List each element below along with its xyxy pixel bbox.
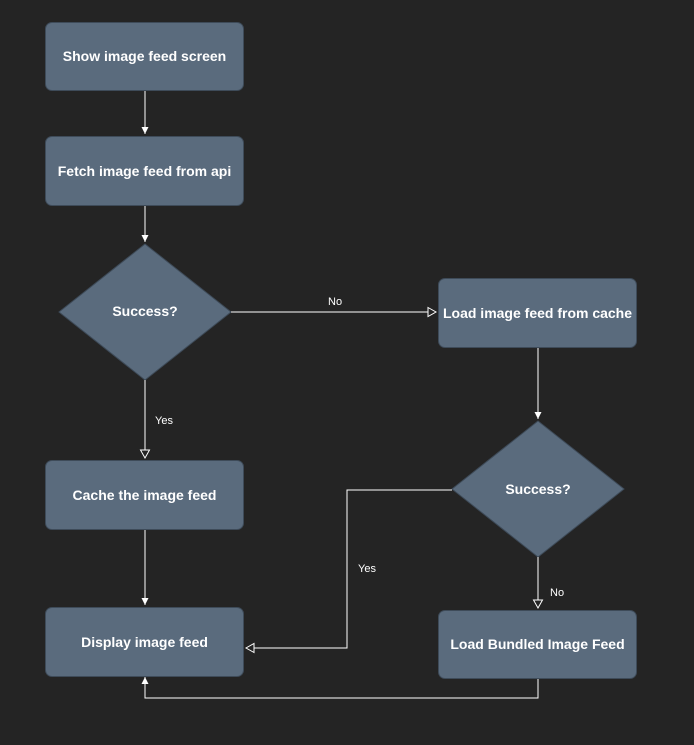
node-fetch-image-feed: Fetch image feed from api xyxy=(45,136,244,206)
edge-bundled-to-display xyxy=(141,677,539,699)
decision-label-cache: Success? xyxy=(505,481,571,497)
node-load-bundled-feed: Load Bundled Image Feed xyxy=(438,610,637,679)
node-show-image-feed-screen: Show image feed screen xyxy=(45,22,244,91)
edge-label-yes-cache: Yes xyxy=(358,563,376,575)
edge-label-yes-api: Yes xyxy=(155,415,173,427)
node-load-from-cache: Load image feed from cache xyxy=(438,278,637,348)
node-display-image-feed: Display image feed xyxy=(45,607,244,677)
edge-label-no-cache: No xyxy=(550,587,565,599)
edge-label-no-api: No xyxy=(328,296,343,308)
node-cache-image-feed: Cache the image feed xyxy=(45,460,244,530)
decision-label-api: Success? xyxy=(112,303,178,319)
edge-cache-yes-to-display xyxy=(244,489,452,654)
